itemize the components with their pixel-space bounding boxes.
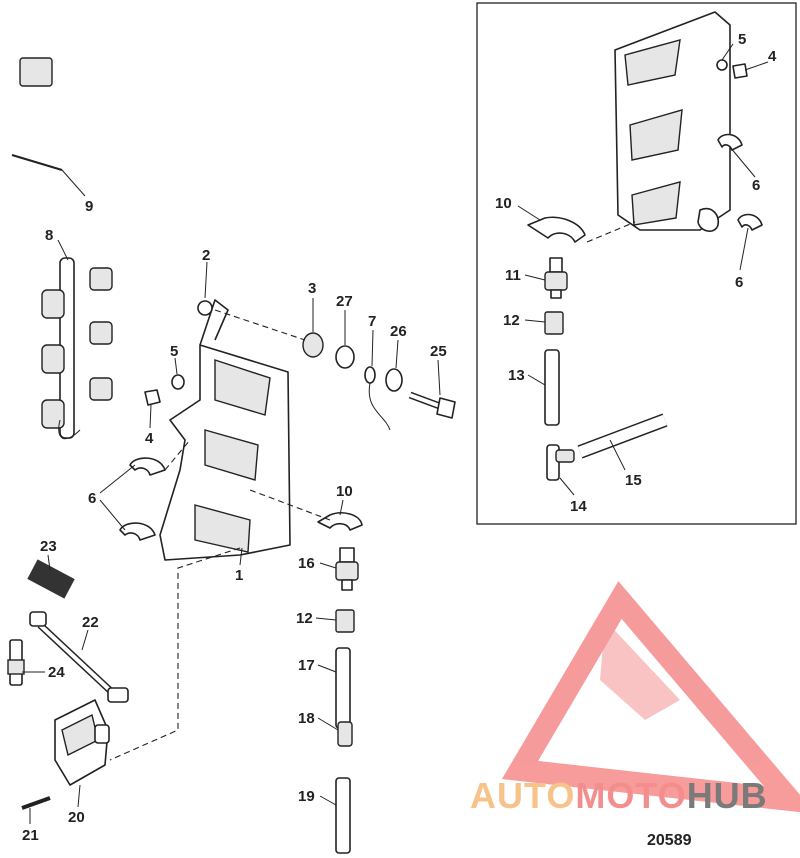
inset-hose-clamp-10 (527, 216, 586, 243)
callout-main-1: 1 (235, 567, 243, 584)
inset-tee-14 (546, 444, 575, 481)
callout-main-2: 2 (202, 247, 210, 264)
connector-18 (337, 721, 353, 747)
watermark-logo (501, 581, 800, 813)
dash-line-4 (164, 439, 191, 471)
bolt-25 (408, 391, 456, 419)
dash-line-3 (109, 547, 241, 761)
callout-labels: 9 8 2 3 27 7 26 25 5 4 6 10 1 16 12 17 1… (22, 31, 777, 844)
callout-main-7: 7 (368, 313, 376, 330)
callout-main-27: 27 (336, 293, 353, 310)
inset-plate (614, 11, 731, 232)
watermark-text: AUTOMOTOHUB (470, 775, 768, 816)
callout-main-18: 18 (298, 710, 315, 727)
wire-harness (19, 57, 128, 440)
callout-main-25: 25 (430, 343, 447, 360)
callout-main-6: 6 (88, 490, 96, 507)
clamp-6b (119, 522, 156, 541)
callout-leaders (22, 43, 769, 824)
callout-main-16: 16 (298, 555, 315, 572)
watermark-logo-inner (600, 620, 680, 720)
watermark-word-auto: AUTO (470, 775, 575, 816)
ground-wire-7 (368, 382, 391, 431)
inset-clamp-6b (737, 213, 763, 231)
callout-main-22: 22 (82, 614, 99, 631)
callout-inset-15: 15 (625, 472, 642, 489)
hose-17 (335, 647, 351, 729)
callout-main-24: 24 (48, 664, 65, 681)
callout-inset-14: 14 (570, 498, 587, 515)
inset-fitting-12 (544, 311, 564, 335)
callout-inset-11: 11 (505, 267, 521, 284)
callout-main-3: 3 (308, 280, 316, 297)
nut-4 (144, 389, 161, 406)
cable-tie (11, 154, 63, 171)
inset-washer-5 (716, 59, 728, 71)
dash-line-1 (214, 309, 306, 341)
inset-sensor-11 (544, 257, 568, 299)
grommet-2 (197, 300, 213, 316)
spark-plug-lead-22 (29, 611, 129, 703)
screw-21 (21, 796, 51, 810)
hose-clamp-10 (317, 512, 363, 531)
watermark-word-hub: HUB (687, 775, 768, 816)
callout-main-5: 5 (170, 343, 178, 360)
sensor-16 (335, 547, 359, 591)
hose-19 (335, 777, 351, 854)
callout-inset-13: 13 (508, 367, 525, 384)
callout-inset-12: 12 (503, 312, 520, 329)
callout-main-23: 23 (40, 538, 57, 555)
callout-main-26: 26 (390, 323, 407, 340)
callout-inset-4: 4 (768, 48, 777, 65)
callout-inset-5: 5 (738, 31, 746, 48)
inset-nut-4 (732, 63, 748, 79)
inset-hose-13 (544, 349, 560, 426)
callout-inset-10: 10 (495, 195, 512, 212)
callout-main-21: 21 (22, 827, 39, 844)
callout-main-20: 20 (68, 809, 85, 826)
inset-frame (476, 2, 797, 525)
callout-main-10: 10 (336, 483, 353, 500)
spring-23 (27, 559, 75, 599)
callout-inset-6b: 6 (735, 274, 743, 291)
ground-terminal-7 (364, 366, 376, 384)
clamp-6a (129, 457, 166, 476)
callout-main-19: 19 (298, 788, 315, 805)
watermark-logo-triangle (501, 581, 800, 813)
ignition-coil-20 (54, 699, 110, 786)
callout-main-9: 9 (85, 198, 93, 215)
figure-number: 20589 (647, 832, 692, 849)
washer-27 (335, 345, 355, 369)
inset-dash-line (586, 221, 636, 243)
fitting-12 (335, 609, 355, 633)
callout-main-4: 4 (145, 430, 154, 447)
coil-mounting-plate (159, 299, 291, 561)
callout-main-12: 12 (296, 610, 313, 627)
callout-main-17: 17 (298, 657, 315, 674)
grommet-3 (302, 332, 324, 358)
watermark-word-moto: MOTO (575, 775, 686, 816)
washer-5 (171, 374, 185, 390)
spark-plug-24 (7, 639, 25, 686)
callout-inset-6a: 6 (752, 177, 760, 194)
inset-hose-15 (577, 413, 668, 459)
washer-26 (385, 368, 403, 392)
callout-main-8: 8 (45, 227, 53, 244)
dash-line-2 (249, 489, 331, 521)
